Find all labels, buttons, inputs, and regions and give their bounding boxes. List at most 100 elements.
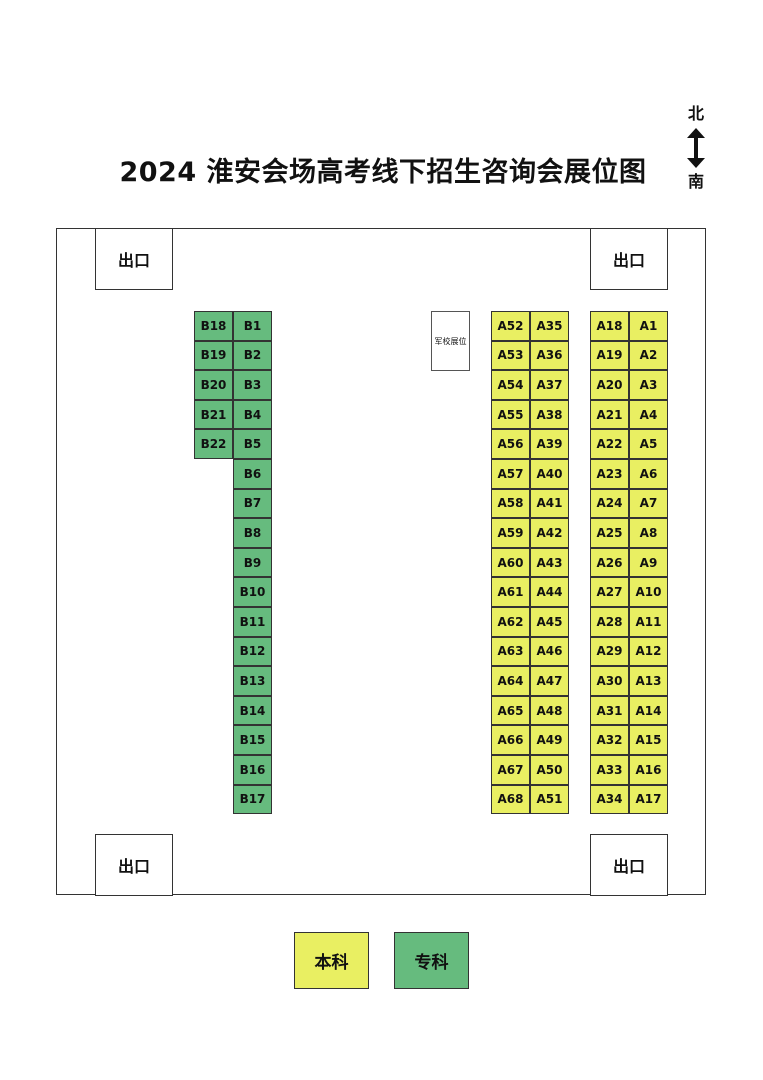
booth-a44: A44: [530, 577, 569, 607]
booth-a5: A5: [629, 429, 668, 459]
exit-top-left: 出口: [95, 228, 173, 290]
booth-b2: B2: [233, 340, 272, 371]
booth-a62: A62: [491, 607, 530, 637]
booth-a1: A1: [629, 311, 668, 341]
booth-a8: A8: [629, 518, 668, 548]
booth-b19: B19: [194, 340, 233, 371]
booth-a56: A56: [491, 429, 530, 459]
booth-b3: B3: [233, 370, 272, 400]
legend-undergrad: 本科: [294, 932, 369, 989]
booth-a68: A68: [491, 784, 530, 815]
booth-b12: B12: [233, 636, 272, 667]
booth-b1: B1: [233, 311, 272, 341]
booth-a36: A36: [530, 340, 569, 371]
booth-a52: A52: [491, 311, 530, 341]
booth-a28: A28: [590, 607, 629, 637]
booth-a57: A57: [491, 459, 530, 489]
booth-b11: B11: [233, 607, 272, 637]
booth-a41: A41: [530, 488, 569, 519]
booth-b5: B5: [233, 429, 272, 459]
booth-b9: B9: [233, 547, 272, 578]
booth-a14: A14: [629, 695, 668, 726]
booth-a66: A66: [491, 725, 530, 755]
booth-a29: A29: [590, 636, 629, 667]
military-school-booth: 军校展位: [431, 311, 470, 371]
booth-a15: A15: [629, 725, 668, 755]
booth-a23: A23: [590, 459, 629, 489]
booth-a40: A40: [530, 459, 569, 489]
legend-vocational: 专科: [394, 932, 469, 989]
booth-a35: A35: [530, 311, 569, 341]
booth-a39: A39: [530, 429, 569, 459]
booth-b15: B15: [233, 725, 272, 755]
booth-a21: A21: [590, 399, 629, 430]
booth-a34: A34: [590, 784, 629, 815]
booth-a10: A10: [629, 577, 668, 607]
page-title: 2024 淮安会场高考线下招生咨询会展位图: [119, 157, 647, 188]
booth-b18: B18: [194, 311, 233, 341]
booth-b17: B17: [233, 784, 272, 815]
booth-a60: A60: [491, 547, 530, 578]
exhibition-hall: [56, 228, 706, 895]
booth-a27: A27: [590, 577, 629, 607]
booth-a24: A24: [590, 488, 629, 519]
booth-b13: B13: [233, 666, 272, 696]
booth-a6: A6: [629, 459, 668, 489]
booth-a43: A43: [530, 547, 569, 578]
booth-a54: A54: [491, 370, 530, 400]
south-label: 南: [687, 172, 704, 191]
booth-a45: A45: [530, 607, 569, 637]
booth-a11: A11: [629, 607, 668, 637]
booth-a30: A30: [590, 666, 629, 696]
booth-a26: A26: [590, 547, 629, 578]
compass: 北 南: [683, 104, 709, 192]
booth-a65: A65: [491, 695, 530, 726]
booth-a19: A19: [590, 340, 629, 371]
north-south-arrow-icon: [687, 128, 705, 168]
booth-a3: A3: [629, 370, 668, 400]
booth-a13: A13: [629, 666, 668, 696]
booth-a2: A2: [629, 340, 668, 371]
booth-a55: A55: [491, 399, 530, 430]
booth-a25: A25: [590, 518, 629, 548]
booth-a64: A64: [491, 666, 530, 696]
booth-b14: B14: [233, 695, 272, 726]
booth-a4: A4: [629, 399, 668, 430]
booth-b8: B8: [233, 518, 272, 548]
booth-a48: A48: [530, 695, 569, 726]
booth-a58: A58: [491, 488, 530, 519]
booth-b22: B22: [194, 429, 233, 459]
exit-bottom-right: 出口: [590, 834, 668, 896]
booth-b6: B6: [233, 459, 272, 489]
booth-a37: A37: [530, 370, 569, 400]
booth-a63: A63: [491, 636, 530, 667]
booth-a7: A7: [629, 488, 668, 519]
exit-bottom-left: 出口: [95, 834, 173, 896]
booth-a67: A67: [491, 755, 530, 785]
booth-b4: B4: [233, 399, 272, 430]
booth-a22: A22: [590, 429, 629, 459]
booth-a49: A49: [530, 725, 569, 755]
north-label: 北: [687, 104, 704, 123]
booth-a16: A16: [629, 755, 668, 785]
booth-a17: A17: [629, 784, 668, 815]
booth-a38: A38: [530, 399, 569, 430]
exit-top-right: 出口: [590, 228, 668, 290]
booth-a61: A61: [491, 577, 530, 607]
booth-a47: A47: [530, 666, 569, 696]
booth-a53: A53: [491, 340, 530, 371]
booth-a51: A51: [530, 784, 569, 815]
booth-a59: A59: [491, 518, 530, 548]
booth-a42: A42: [530, 518, 569, 548]
booth-b7: B7: [233, 488, 272, 519]
booth-b21: B21: [194, 399, 233, 430]
booth-a9: A9: [629, 547, 668, 578]
booth-b10: B10: [233, 577, 272, 607]
booth-b16: B16: [233, 755, 272, 785]
booth-a12: A12: [629, 636, 668, 667]
booth-a50: A50: [530, 755, 569, 785]
booth-a31: A31: [590, 695, 629, 726]
booth-a33: A33: [590, 755, 629, 785]
booth-b20: B20: [194, 370, 233, 400]
booth-a20: A20: [590, 370, 629, 400]
